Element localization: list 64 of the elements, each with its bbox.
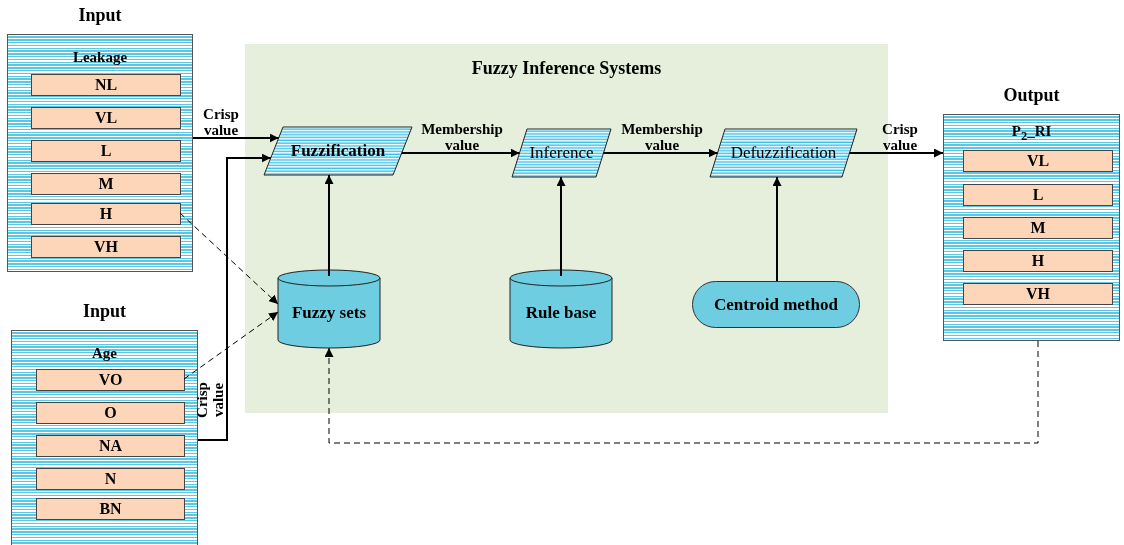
term-box	[963, 217, 1113, 239]
term-box	[36, 435, 185, 457]
term-label: M	[1030, 220, 1046, 236]
term-box	[31, 173, 181, 195]
method-terminal	[692, 281, 860, 328]
term-label: BN	[99, 501, 122, 517]
term-box	[31, 140, 181, 162]
database-cylinder	[510, 270, 612, 348]
arrow	[324, 174, 334, 277]
panel-heading: Output	[1002, 85, 1061, 106]
term-label: H	[1031, 253, 1045, 269]
panel-heading: Input	[77, 5, 123, 26]
term-label: O	[104, 405, 117, 421]
term-label: VH	[1026, 286, 1050, 302]
term-label: N	[104, 471, 117, 487]
dashed-arrow	[324, 340, 1039, 444]
term-box	[36, 498, 185, 520]
process-label: Defuzzification	[730, 143, 837, 163]
method-label: Centroid method	[714, 294, 838, 315]
term-box	[963, 250, 1113, 272]
term-box	[36, 402, 185, 424]
arrow	[192, 133, 280, 143]
edge-label: Crisp value	[194, 381, 226, 420]
edge-label: Crisp value	[202, 106, 240, 138]
arrow	[848, 148, 944, 158]
process-parallelogram	[512, 129, 611, 177]
dashed-arrow	[179, 212, 279, 305]
dashed-arrow	[183, 311, 279, 380]
term-box	[963, 184, 1113, 206]
process-parallelogram	[264, 127, 412, 175]
arrow	[602, 148, 719, 158]
term-box	[31, 236, 181, 258]
region-title: Fuzzy Inference Systems	[470, 58, 663, 79]
arrow	[400, 148, 521, 158]
term-label: L	[1032, 187, 1044, 203]
term-label: VH	[94, 239, 118, 255]
term-label: VL	[1026, 153, 1050, 169]
term-box	[36, 468, 185, 490]
process-label: Fuzzification	[290, 141, 386, 161]
term-box	[31, 107, 181, 129]
process-parallelogram	[710, 129, 857, 177]
edge-label: Membership value	[420, 121, 504, 153]
arrow	[772, 176, 782, 282]
term-label: VL	[94, 110, 118, 126]
data-store-label: Rule base	[525, 302, 597, 323]
data-store-label: Fuzzy sets	[291, 302, 367, 323]
term-box	[31, 203, 181, 225]
term-label: M	[98, 176, 114, 192]
arrow	[556, 176, 566, 277]
term-label: H	[99, 206, 113, 222]
term-label: VO	[98, 372, 123, 388]
term-box	[963, 150, 1113, 172]
term-box	[36, 369, 185, 391]
edge-label: Crisp value	[881, 121, 919, 153]
panel-heading: Input	[82, 301, 127, 322]
term-box	[31, 74, 181, 96]
term-box	[963, 283, 1113, 305]
term-label: NL	[94, 77, 118, 93]
edge-label: Membership value	[620, 121, 704, 153]
term-label: NA	[98, 438, 123, 454]
process-label: Inference	[529, 143, 594, 163]
arrow	[197, 153, 272, 441]
term-label: L	[100, 143, 112, 159]
database-cylinder	[278, 270, 380, 348]
